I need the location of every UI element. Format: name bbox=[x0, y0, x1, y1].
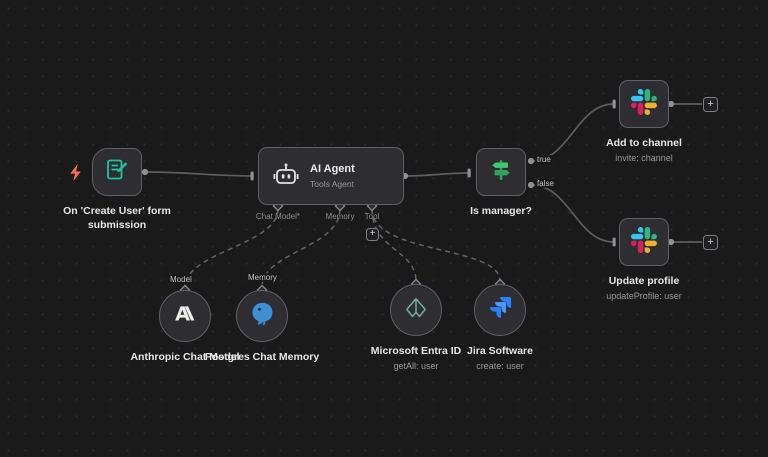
wire-form-to-agent bbox=[144, 171, 253, 177]
node-slack-add-to-channel: Add to channel invite: channel bbox=[584, 80, 704, 163]
signpost-icon bbox=[488, 157, 514, 188]
is-manager-node[interactable] bbox=[476, 148, 526, 196]
slack-update-subtitle: updateProfile: user bbox=[606, 290, 682, 301]
wire-tool-to-jira bbox=[371, 208, 501, 282]
node-ai-agent: AI Agent Tools Agent Chat Model* Memory … bbox=[256, 147, 404, 221]
node-postgres-chat-memory: Postgres Chat Memory bbox=[202, 290, 322, 365]
slack-logo-icon bbox=[631, 226, 657, 258]
slack-add-node[interactable] bbox=[619, 80, 669, 128]
form-pencil-icon bbox=[105, 158, 129, 187]
slack-add-subtitle: invite: channel bbox=[615, 152, 673, 163]
postgres-node[interactable] bbox=[236, 290, 288, 342]
is-manager-label: Is manager? bbox=[470, 205, 532, 217]
slack-update-node[interactable] bbox=[619, 218, 669, 266]
wire-label-memory: Memory bbox=[246, 273, 279, 282]
node-slack-update-profile: Update profile updateProfile: user bbox=[584, 218, 704, 301]
output-connector-false bbox=[527, 181, 535, 189]
robot-icon bbox=[272, 162, 300, 191]
entra-diamond-icon bbox=[404, 296, 428, 325]
node-microsoft-entra-id: Microsoft Entra ID getAll: user bbox=[356, 284, 476, 371]
form-trigger-label: On 'Create User' form submission bbox=[63, 205, 171, 231]
jira-logo-icon bbox=[489, 297, 511, 323]
wire-chatmodel-to-anthropic bbox=[184, 208, 279, 288]
port-label-chat-model: Chat Model* bbox=[255, 212, 301, 221]
node-is-manager: Is manager? bbox=[449, 148, 553, 219]
ai-agent-subtitle: Tools Agent bbox=[310, 178, 354, 189]
entra-label: Microsoft Entra ID bbox=[370, 345, 462, 357]
add-next-node-button-top[interactable]: + bbox=[703, 96, 718, 112]
lightning-bolt-icon bbox=[68, 164, 82, 186]
input-connectors[interactable] bbox=[250, 99, 616, 247]
ai-agent-node[interactable]: AI Agent Tools Agent bbox=[258, 147, 404, 205]
input-connector-agent bbox=[250, 171, 254, 181]
anthropic-label: Anthropic Chat Model bbox=[130, 351, 240, 363]
jira-subtitle: create: user bbox=[476, 360, 524, 371]
input-connector-slack-add bbox=[612, 99, 616, 109]
wire-memory-to-postgres bbox=[261, 208, 341, 288]
output-connector-true bbox=[527, 157, 535, 165]
slack-add-label: Add to channel bbox=[606, 137, 682, 149]
node-form-trigger: On 'Create User' form submission bbox=[57, 148, 177, 232]
input-connector-ismanager bbox=[467, 168, 471, 178]
output-label-false: false bbox=[535, 179, 556, 188]
input-connector-slack-update bbox=[612, 237, 616, 247]
output-connector-slack-update bbox=[667, 238, 675, 246]
port-label-tool: Tool bbox=[364, 212, 380, 221]
anthropic-node[interactable] bbox=[159, 290, 211, 342]
slack-logo-icon bbox=[631, 88, 657, 120]
anthropic-logo-icon bbox=[174, 303, 196, 329]
add-tool-button[interactable]: + bbox=[366, 228, 379, 241]
node-anthropic-chat-model: Anthropic Chat Model bbox=[125, 290, 245, 365]
jira-label: Jira Software bbox=[467, 345, 533, 357]
jira-node[interactable] bbox=[474, 284, 526, 336]
output-connector-form bbox=[141, 168, 149, 176]
output-connector-slack-add bbox=[667, 100, 675, 108]
postgres-elephant-icon bbox=[249, 300, 276, 332]
port-label-memory: Memory bbox=[325, 212, 355, 221]
form-trigger-node[interactable] bbox=[92, 148, 142, 196]
wire-tool-to-entra bbox=[371, 208, 417, 282]
ai-agent-title: AI Agent bbox=[310, 163, 355, 176]
output-label-true: true bbox=[535, 155, 553, 164]
wire-label-model: Model bbox=[168, 275, 194, 284]
postgres-label: Postgres Chat Memory bbox=[204, 351, 320, 363]
add-next-node-button-bottom[interactable]: + bbox=[703, 234, 718, 250]
entra-subtitle: getAll: user bbox=[393, 360, 439, 371]
entra-node[interactable] bbox=[390, 284, 442, 336]
wire-agent-to-ismanager bbox=[404, 172, 470, 177]
slack-update-label: Update profile bbox=[608, 275, 680, 287]
node-jira-software: Jira Software create: user bbox=[440, 284, 560, 371]
